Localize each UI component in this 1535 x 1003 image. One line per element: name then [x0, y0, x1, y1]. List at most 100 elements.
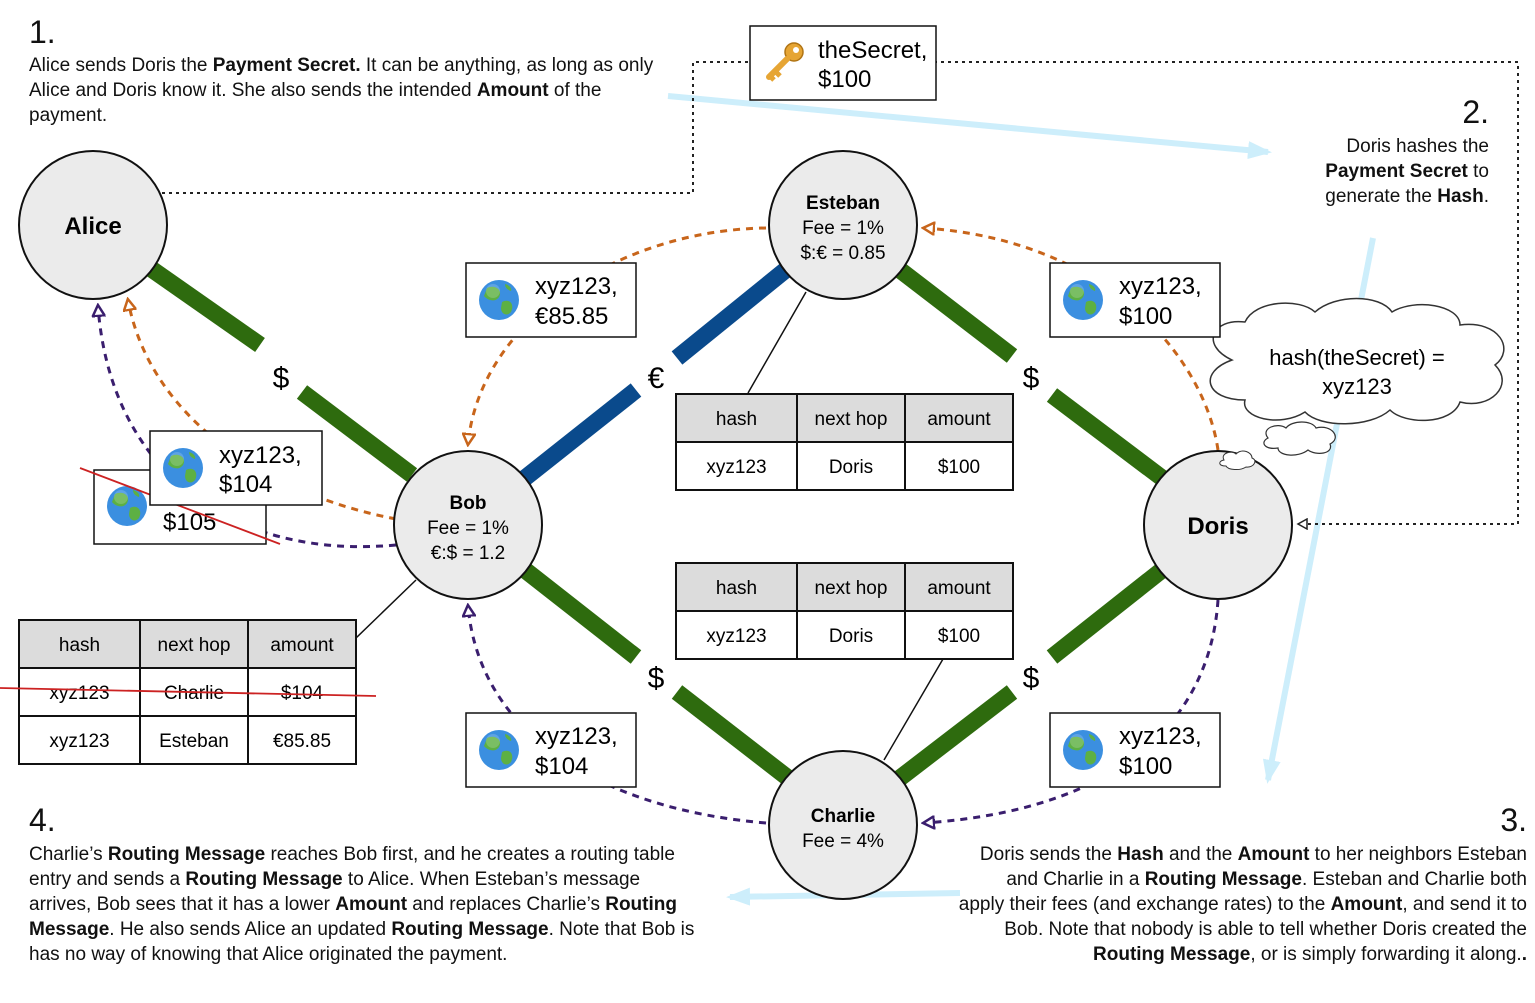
step-text-run: Routing Message — [1093, 944, 1251, 965]
step-text-run: Hash — [1437, 186, 1484, 207]
node-rate: €:$ = 1.2 — [431, 543, 505, 564]
step-text-run: Doris sends the — [979, 844, 1118, 865]
step-text-run: Amount — [335, 894, 408, 915]
globe-icon — [1063, 280, 1103, 320]
channel-currency-label: € — [648, 362, 665, 395]
step-text-run: reaches Bob first, and he creates a rout… — [29, 844, 675, 890]
step-text-run: Payment Secret. — [212, 55, 361, 76]
table-cell: xyz123 — [49, 731, 109, 752]
table-cell: Charlie — [164, 683, 224, 704]
node-name: Alice — [64, 213, 121, 240]
table-connector-charlie — [883, 658, 944, 761]
msg-arrow-bob-alice-purple — [98, 306, 397, 549]
step-text-run: Routing Message — [29, 894, 677, 940]
channel-currency-label: $ — [1023, 662, 1040, 695]
step-text-run: Routing Message — [107, 844, 266, 865]
channel-alice-bob — [145, 261, 265, 352]
channel-bob-charlie — [519, 563, 642, 664]
step-text-run: Amount — [476, 80, 549, 101]
cloud-hash-value: xyz123 — [1322, 374, 1392, 399]
step-text-run: . Note that Bob is has no way of knowing… — [29, 919, 695, 965]
step-2-number: 2. — [1462, 94, 1489, 130]
table-header-cell: amount — [927, 578, 991, 599]
step-2-text: Doris hashes the Payment Secret to gener… — [1289, 134, 1489, 209]
step-text-run: . Esteban and Charlie both apply their f… — [958, 869, 1527, 915]
step-text-run: Alice sends Doris the — [29, 55, 213, 76]
channel-alice-bob — [296, 385, 418, 482]
channel-bob-esteban — [671, 261, 794, 365]
channel-bob-esteban — [519, 383, 642, 485]
table-header-bg — [676, 563, 1013, 611]
message-hash: xyz123, — [219, 442, 302, 469]
table-header-cell: amount — [927, 409, 991, 430]
step-text-run: Routing Message — [391, 919, 549, 940]
table-cell: xyz123 — [706, 457, 766, 478]
table-header-cell: next hop — [158, 635, 231, 656]
strike-through — [79, 467, 281, 545]
node-fee: Fee = 1% — [427, 518, 509, 539]
routing-message-bob-to-alice-new: xyz123, $104 — [149, 430, 323, 506]
step-text-run: . He also sends Alice an updated — [109, 919, 392, 940]
step-text-run: Doris hashes the — [1346, 136, 1489, 157]
step-1-number: 1. — [29, 14, 56, 50]
hash-thought-cloud: hash(theSecret) = xyz123 — [1209, 297, 1505, 470]
channel-bob-charlie — [671, 685, 794, 785]
payment-secret-box: theSecret, $100 — [749, 25, 937, 101]
step-text-run: to her neighbors Esteban and Charlie in … — [1006, 844, 1527, 890]
table-cell: Esteban — [159, 731, 229, 752]
table-cell: Doris — [829, 626, 873, 647]
node-fee: Fee = 1% — [802, 218, 884, 239]
step-text-run: Amount — [1330, 894, 1403, 915]
globe-icon — [479, 280, 519, 320]
step-text-run: . — [1521, 944, 1527, 965]
secret-amount: $100 — [818, 66, 871, 93]
channel-currency-label: $ — [648, 662, 665, 695]
table-header-cell: amount — [270, 635, 334, 656]
step-text-run: to Alice. When Esteban’s message arrives… — [29, 869, 641, 915]
routing-message-doris-to-charlie: xyz123, $100 — [1049, 712, 1221, 788]
channel-esteban-doris — [894, 263, 1018, 363]
channel-esteban-doris — [1046, 388, 1168, 485]
routing-message-esteban-to-bob: xyz123, €85.85 — [465, 262, 637, 338]
message-hash: xyz123, — [1119, 273, 1202, 300]
message-amount: $104 — [535, 753, 588, 780]
table-cell: €85.85 — [273, 731, 331, 752]
node-esteban[interactable]: Esteban Fee = 1% $:€ = 0.85 — [768, 150, 918, 300]
node-name: Esteban — [806, 193, 880, 214]
globe-icon — [163, 448, 203, 488]
step-text-run: to generate the — [1325, 161, 1489, 207]
message-amount: $105 — [163, 509, 216, 536]
table-cell: Doris — [829, 457, 873, 478]
table-header-cell: hash — [59, 635, 100, 656]
node-rate: $:€ = 0.85 — [800, 243, 885, 264]
table-cell: $100 — [938, 457, 980, 478]
step-text-run: Routing Message — [1144, 869, 1302, 890]
step-text-run: , and send it to Bob. Note that nobody i… — [1004, 894, 1527, 940]
secret-delivery-path — [162, 61, 1519, 524]
step-text-run: , or is simply forwarding it along. — [1250, 944, 1522, 965]
step-text-run: Charlie’s — [29, 844, 108, 865]
node-doris[interactable]: Doris — [1143, 450, 1293, 600]
channel-currency-label: $ — [273, 362, 290, 395]
message-amount: €85.85 — [535, 303, 608, 330]
table-header-cell: hash — [716, 578, 757, 599]
message-hash: xyz123, — [1119, 723, 1202, 750]
message-amount: $100 — [1119, 303, 1172, 330]
table-header-cell: next hop — [815, 578, 888, 599]
step-3-number: 3. — [1500, 802, 1527, 838]
node-bob[interactable]: Bob Fee = 1% €:$ = 1.2 — [393, 450, 543, 600]
message-hash: xyz123, — [535, 723, 618, 750]
channel-currency-label: $ — [1023, 362, 1040, 395]
step-text-run: Hash — [1117, 844, 1164, 865]
node-alice[interactable]: Alice — [18, 150, 168, 300]
step-text-run: and replaces Charlie’s — [407, 894, 606, 915]
node-fee: Fee = 4% — [802, 831, 884, 852]
step-text-run: Payment Secret — [1325, 161, 1468, 182]
step-3-text: Doris sends the Hash and the Amount to h… — [957, 842, 1527, 967]
node-charlie[interactable]: Charlie Fee = 4% — [768, 750, 918, 900]
table-header-cell: hash — [716, 409, 757, 430]
